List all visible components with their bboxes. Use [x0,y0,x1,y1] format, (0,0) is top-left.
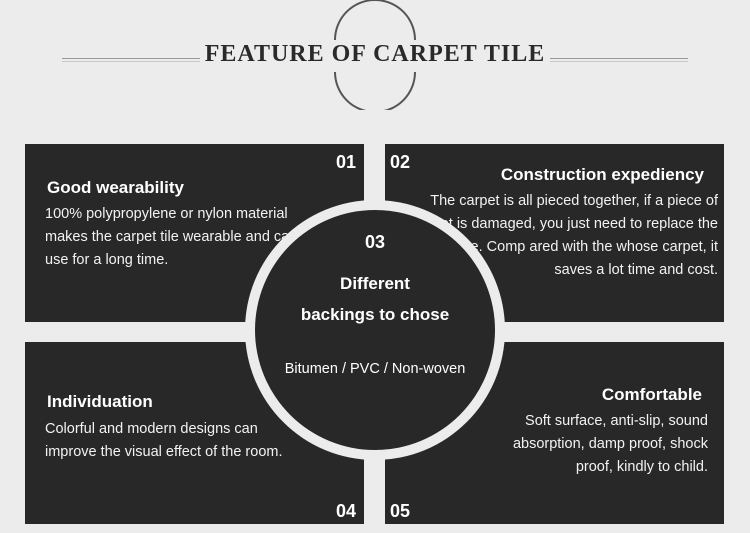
feature-heading: Different backings to chose [255,268,495,330]
right-divider [550,58,688,62]
feature-card-03: 03 Different backings to chose Bitumen /… [255,210,495,450]
page-title: FEATURE OF CARPET TILE [204,41,546,67]
feature-number: 01 [335,152,356,172]
feature-number: 05 [390,501,411,521]
feature-heading-line: Different [340,274,410,293]
feature-text: Bitumen / PVC / Non-woven [284,361,466,377]
section-header: FEATURE OF CARPET TILE [0,0,750,110]
feature-number: 02 [390,152,411,172]
feature-text: Colorful and modern designs can improve … [45,421,283,460]
feature-number: 03 [364,232,386,252]
decorative-arc [334,0,416,110]
feature-heading: Comfortable [601,385,702,404]
feature-heading-line: backings to chose [300,305,450,324]
feature-heading: Individuation [47,392,153,411]
feature-heading: Good wearability [47,178,184,197]
feature-number: 04 [335,501,356,521]
feature-text: 100% polypropylene or nylon material mak… [45,206,298,268]
feature-text: Soft surface, anti-slip, sound absorptio… [512,413,708,475]
left-divider [62,58,200,62]
feature-heading: Construction expediency [500,165,704,184]
